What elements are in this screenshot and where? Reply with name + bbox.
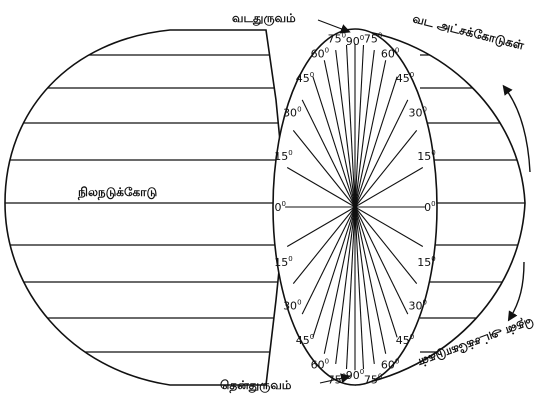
- south-latitude-arrow: [510, 262, 524, 318]
- north-pole-label: வடதுருவம்: [232, 11, 296, 26]
- south-latitudes-label: தென் அட்சக்கோடுகள்: [416, 314, 536, 370]
- degree-label: 300: [408, 299, 426, 313]
- north-pole-pointer: [318, 20, 347, 31]
- degree-label: 450: [396, 333, 414, 347]
- north-latitudes-label: வட அட்சக்கோடுகள்: [411, 11, 525, 52]
- degree-label: 750: [364, 372, 382, 386]
- degree-label: 600: [381, 357, 399, 371]
- equator-label: நிலநடுக்கோடு: [77, 185, 157, 200]
- left-hemisphere: [0, 30, 290, 385]
- south-pole-label: தென்துருவம்: [220, 378, 292, 393]
